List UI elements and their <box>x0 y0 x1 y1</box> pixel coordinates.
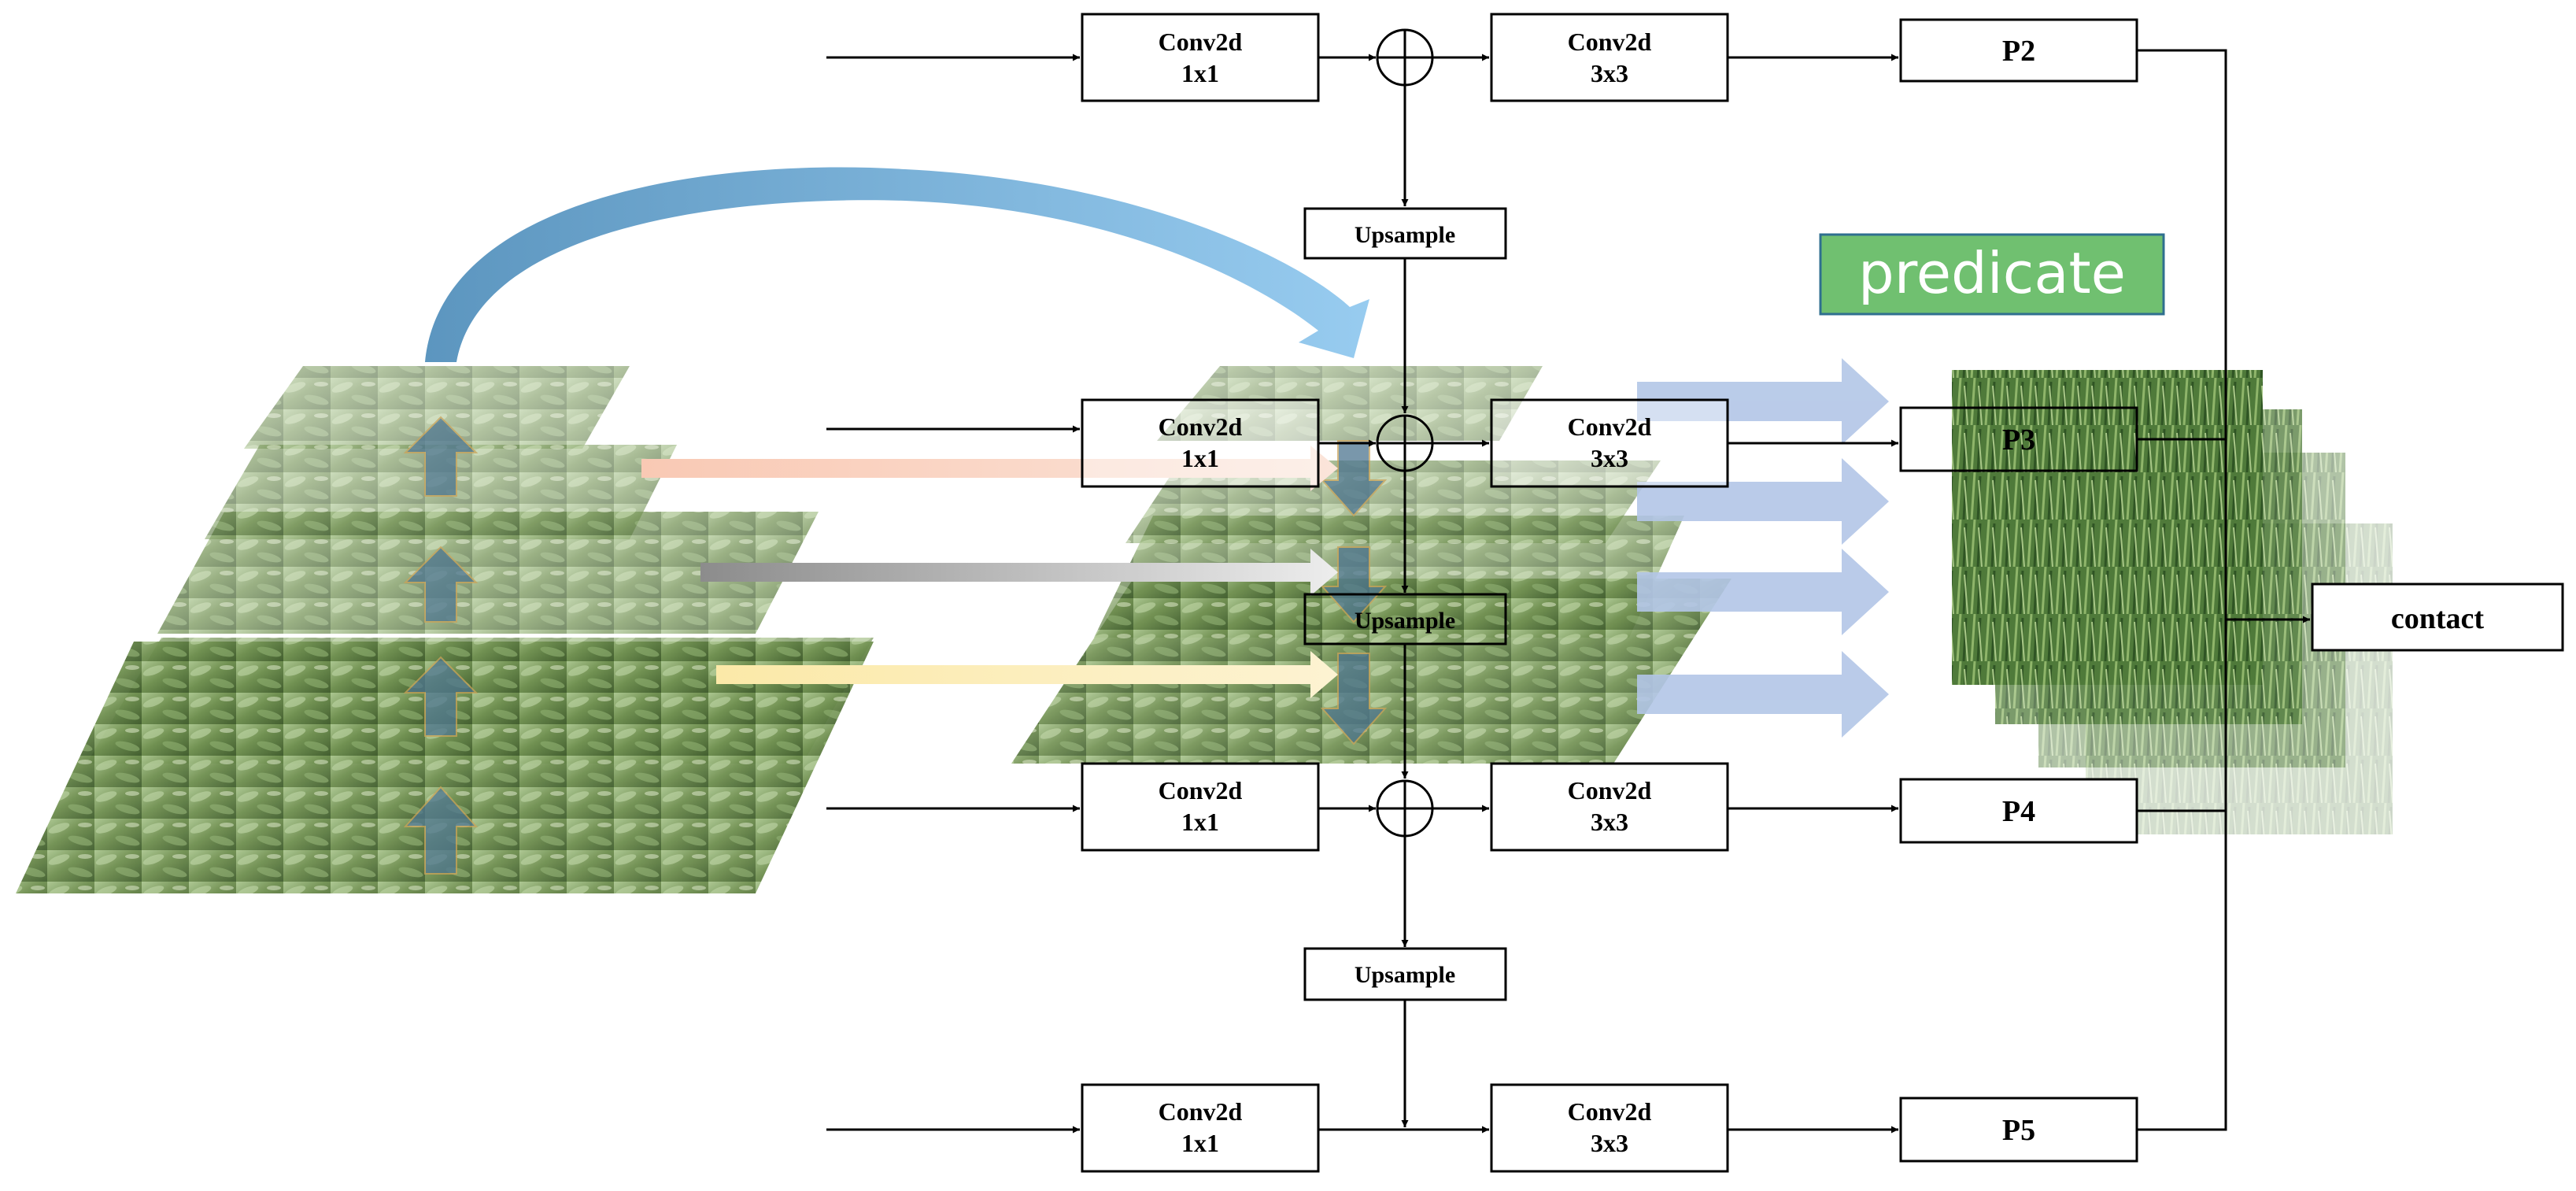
conv1x1-p3-line1: Conv2d <box>1159 412 1243 441</box>
conv1x1-p5-line1: Conv2d <box>1159 1097 1243 1126</box>
concat-block: contact <box>2311 583 2564 652</box>
adders <box>1376 28 1434 838</box>
add-node-p2 <box>1376 28 1434 87</box>
predicate-arrows <box>1637 358 1889 738</box>
conv-to-add-arrows <box>1318 54 1489 1134</box>
conv3x3-p4-line1: Conv2d <box>1568 776 1652 804</box>
middle-feature-pyramid <box>1011 366 1732 764</box>
upsample-3: Upsample <box>1355 962 1455 988</box>
predicate-label: predicate <box>1819 233 2165 316</box>
input-arrows <box>826 54 1080 1134</box>
conv3x3-p2-line1: Conv2d <box>1568 28 1652 56</box>
conv1x1-column: Conv2d 1x1 Conv2d 1x1 Conv2d 1x1 Conv2d … <box>1081 13 1320 1173</box>
output-p4: P4 <box>2002 795 2035 828</box>
add-to-conv3x3-arrows <box>1432 54 1489 812</box>
left-up-arrows <box>403 416 479 875</box>
left-feature-pyramid <box>16 366 874 893</box>
middle-down-arrows <box>1320 440 1388 745</box>
output-p2: P2 <box>2002 35 2035 68</box>
conv3x3-p3-line1: Conv2d <box>1568 412 1652 441</box>
conv3x3-p4-line2: 3x3 <box>1591 808 1628 836</box>
conv1x1-p4-line1: Conv2d <box>1159 776 1243 804</box>
upsample-2: Upsample <box>1355 608 1455 634</box>
concat-bus <box>2137 49 2310 1131</box>
conv1x1-p2-line2: 1x1 <box>1181 59 1219 87</box>
conv3x3-p3-line2: 3x3 <box>1591 444 1628 472</box>
upsample-1: Upsample <box>1355 222 1455 248</box>
output-boxes: P2 P3 P4 P5 <box>1899 18 2138 1163</box>
output-p5: P5 <box>2002 1114 2035 1147</box>
conv3x3-p2-line2: 3x3 <box>1591 59 1628 87</box>
conv3x3-column: Conv2d 3x3 Conv2d 3x3 Conv2d 3x3 Conv2d … <box>1490 13 1729 1173</box>
conv3x3-p5-line2: 3x3 <box>1591 1129 1628 1157</box>
add-node-p3 <box>1376 414 1434 472</box>
conv1x1-p3-line2: 1x1 <box>1181 444 1219 472</box>
conv3x3-p5-line1: Conv2d <box>1568 1097 1652 1126</box>
upsample-blocks: Upsample Upsample Upsample <box>1303 207 1507 1001</box>
output-p3: P3 <box>2002 424 2035 457</box>
skip-arc-arrow <box>425 167 1369 362</box>
add-node-p4 <box>1376 779 1434 838</box>
concat-label: contact <box>2391 602 2485 635</box>
conv1x1-p5-line2: 1x1 <box>1181 1129 1219 1157</box>
conv3x3-to-output-arrows <box>1728 54 1898 1134</box>
conv1x1-p4-line2: 1x1 <box>1181 808 1219 836</box>
lateral-arrows <box>641 446 1338 698</box>
predicate-text: predicate <box>1858 240 2126 306</box>
conv1x1-p2-line1: Conv2d <box>1159 28 1243 56</box>
